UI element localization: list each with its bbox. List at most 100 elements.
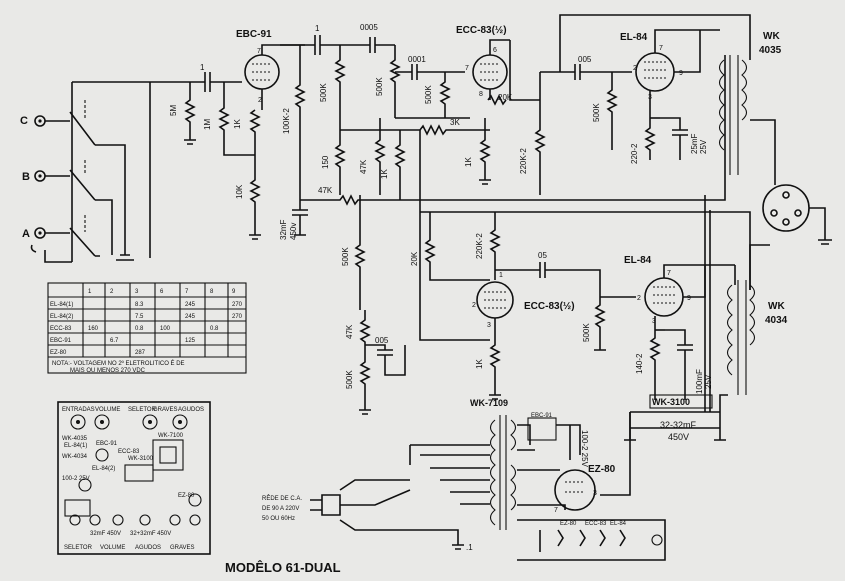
- mains-plug[interactable]: [310, 489, 411, 516]
- transformer-bottom-label-1: WK: [768, 301, 785, 312]
- tone-section: 500K 150 0005 500K 0001 500K 3K 47K 1K: [319, 23, 490, 200]
- ecc83-bottom-stage: 20K 220K-2 ECC-83(½) 1 2 3 1K 05 500K: [410, 212, 636, 400]
- tube-label-el84-top: EL-84: [620, 32, 648, 43]
- input-section: C B A: [20, 81, 151, 263]
- cap-32-32mf-label: 32-32mF: [660, 420, 697, 430]
- power-transformer[interactable]: [489, 415, 517, 530]
- schematic-title: MODÊLO 61-DUAL: [225, 560, 341, 575]
- mains-note-1: RÊDE DE C.A.: [262, 494, 302, 502]
- el84-top-stage: EL-84 7 2 9 3 500K 220-2 25mF 25V: [592, 29, 720, 164]
- table-cell: 0.8: [210, 326, 219, 332]
- r-47k-h-label: 47K: [318, 186, 333, 195]
- pin-7-ebc: 7: [257, 48, 261, 55]
- table-cell: 160: [88, 326, 99, 332]
- table-cell: 270: [232, 302, 243, 308]
- power-transformer-label: WK-7109: [470, 398, 508, 408]
- input-label-a: A: [22, 228, 30, 240]
- panel-top-label: SELETOR: [128, 407, 157, 413]
- filament-ez80: EZ-80: [560, 521, 577, 527]
- r-1m-label: 1M: [203, 119, 212, 130]
- pin-2-ebc: 2: [258, 97, 262, 104]
- pin-7-ez: 7: [554, 507, 558, 514]
- pin-3-ecc-bot: 3: [487, 322, 491, 329]
- panel-part-label: 32+32mF 450V: [130, 531, 171, 537]
- pin-9-el84b: 9: [687, 295, 691, 302]
- table-note-1: NOTA:- VOLTAGEM NO 2º ELETROLITICO É DE: [52, 360, 185, 367]
- r-3k-label: 3K: [450, 118, 460, 127]
- r-1k-a-label: 1K: [380, 169, 389, 179]
- filament-ecc83: ECC-83: [585, 521, 607, 527]
- r-220-2-label: 220-2: [630, 143, 639, 164]
- table-header-cell: 2: [110, 289, 114, 295]
- cap-in-label: 1: [200, 63, 205, 72]
- r-47k-bot-label: 47K: [345, 324, 354, 339]
- table-header-cell: 3: [135, 289, 139, 295]
- panel-part-label: ECC-83: [118, 449, 140, 455]
- table-cell: 287: [135, 350, 146, 356]
- table-cell: 245: [185, 314, 196, 320]
- pin-2-el84a: 2: [633, 65, 637, 72]
- r-1k-b-label: 1K: [464, 157, 473, 167]
- table-cell: 7.5: [135, 314, 144, 320]
- filter-section: WK-3100 32-32mF 450V: [600, 195, 726, 496]
- transformer-top-label-1: WK: [763, 31, 780, 42]
- cap-0005-label: 0005: [360, 23, 378, 32]
- pin-3-el84b: 3: [652, 318, 656, 325]
- pot-500k-bot-label: 500K: [345, 370, 354, 389]
- cap-0-1-label: .1: [466, 543, 473, 552]
- panel-top-label: ENTRADAS: [62, 407, 95, 413]
- bottom-volume: 47K 005 500K: [345, 310, 406, 415]
- cap-32mf-voltage: 450v: [289, 223, 298, 240]
- r-20k-bot-label: 20K: [410, 251, 419, 266]
- table-header-cell: 6: [160, 289, 164, 295]
- pin-8-ecc: 8: [479, 91, 483, 98]
- table-cell: 6.7: [110, 338, 119, 344]
- table-cell: 0.8: [135, 326, 144, 332]
- tube-label-ecc83-top: ECC-83(½): [456, 25, 507, 36]
- table-header-cell: 8: [210, 289, 214, 295]
- panel-top-label: GRAVES: [153, 407, 178, 413]
- r-10k-label: 10K: [235, 184, 244, 199]
- cap-0001-label: 0001: [408, 55, 426, 64]
- cap-100mf-voltage: 25V: [704, 374, 713, 389]
- table-cell: 270: [232, 314, 243, 320]
- transformer-top-label-2: 4035: [759, 45, 782, 56]
- output-transformer-top[interactable]: [718, 30, 776, 185]
- table-cell: 125: [185, 338, 196, 344]
- table-header-cell: 1: [88, 289, 92, 295]
- choke-label: WK-3100: [652, 397, 690, 407]
- filament-el84: EL-84: [610, 521, 627, 527]
- tube-label-ebc91: EBC-91: [236, 29, 272, 40]
- hv-bus: 47K 500K: [300, 55, 751, 341]
- pin-2-ecc-bot: 2: [472, 302, 476, 309]
- cap-ebc-out-label: 1: [315, 24, 320, 33]
- table-cell: 8.3: [135, 302, 144, 308]
- r-500k-ecc-label: 500K: [424, 85, 433, 104]
- panel-part-label: 32mF 450V: [90, 531, 121, 537]
- transformer-bottom-label-2: 4034: [765, 315, 788, 326]
- r-1k-ebc-label: 1K: [233, 119, 242, 129]
- panel-part-label: EL-84(2): [92, 466, 115, 472]
- pin-9-el84a: 9: [679, 70, 683, 77]
- panel-bottom-label: GRAVES: [170, 545, 195, 551]
- ebc91-stage: 1 5M 1M EBC-91 7 2 1K 10K 1 100K-2 32mF …: [150, 24, 340, 240]
- tube-ez80[interactable]: [554, 469, 596, 511]
- panel-top-label: AGUDOS: [178, 407, 204, 413]
- pin-7-ecc: 7: [465, 65, 469, 72]
- table-header-cell: 9: [232, 289, 236, 295]
- panel-part-label: EL-84(1): [64, 443, 87, 449]
- r-500k-el-label: 500K: [592, 103, 601, 122]
- pin-7-el84b: 7: [667, 270, 671, 277]
- table-cell: 100: [160, 326, 171, 332]
- cap-32mf-label: 32mF: [279, 219, 288, 240]
- table-cell: ECC-83: [50, 326, 72, 332]
- cap-005-b-label: 005: [375, 336, 389, 345]
- output-transformer-bottom[interactable]: [719, 265, 756, 412]
- cap-32-32mf-voltage: 450V: [668, 432, 689, 442]
- r-500k-el2-label: 500K: [582, 323, 591, 342]
- panel-part-label: WK-3100: [128, 456, 154, 462]
- r-220k2-top-label: 220K-2: [519, 148, 528, 174]
- panel-bottom-label: AGUDOS: [135, 545, 161, 551]
